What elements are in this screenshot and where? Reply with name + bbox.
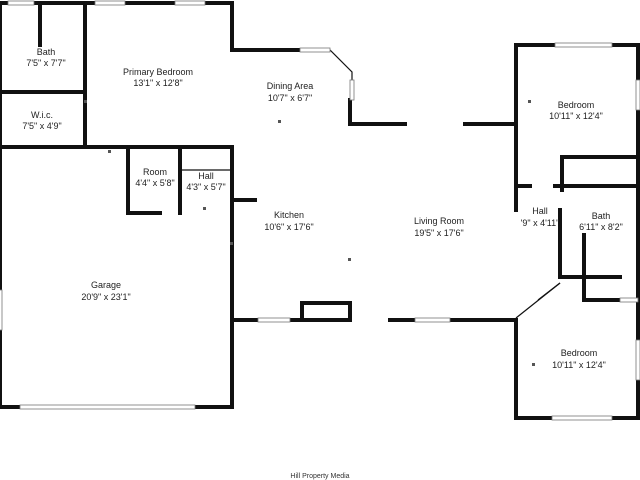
room-bedroom-top-dims: 10'11" x 12'4" [549, 111, 603, 121]
room-hall-left-dims: 4'3" x 5'7" [186, 182, 225, 192]
room-garage-dims: 20'9" x 23'1" [81, 292, 130, 302]
room-kitchen-name: Kitchen [274, 210, 304, 220]
credit-text: Hill Property Media [290, 473, 349, 480]
room-bath-right-name: Bath [592, 211, 611, 221]
room-bath-top-dims: 7'5" x 7'7" [26, 58, 65, 68]
room-hall-right-name: Hall [532, 206, 548, 216]
room-room-name: Room [143, 167, 167, 177]
thin-walls [180, 49, 561, 319]
room-kitchen-dims: 10'6" x 17'6" [264, 222, 313, 232]
room-bath-top-name: Bath [37, 47, 56, 57]
room-bedroom-bottom-name: Bedroom [561, 348, 598, 358]
room-labels: Bath 7'5" x 7'7" Primary Bedroom 13'1" x… [22, 47, 623, 370]
windows [0, 0, 640, 421]
room-hall-right-dims: '9" x 4'11" [521, 218, 560, 228]
room-wic-dims: 7'5" x 4'9" [22, 121, 61, 131]
room-hall-left-name: Hall [198, 171, 214, 181]
room-primary-bedroom-dims: 13'1" x 12'8" [133, 78, 182, 88]
room-living-room-dims: 19'5" x 17'6" [414, 228, 463, 238]
room-wic-name: W.i.c. [31, 110, 53, 120]
room-bedroom-top-name: Bedroom [558, 100, 595, 110]
room-primary-bedroom-name: Primary Bedroom [123, 67, 193, 77]
door-marks [84, 100, 535, 366]
room-garage-name: Garage [91, 280, 121, 290]
room-dining-area-name: Dining Area [267, 81, 314, 91]
room-bath-right-dims: 6'11" x 8'2" [579, 222, 623, 232]
room-room-dims: 4'4" x 5'8" [135, 178, 174, 188]
room-bedroom-bottom-dims: 10'11" x 12'4" [552, 360, 606, 370]
room-dining-area-dims: 10'7" x 6'7" [268, 93, 312, 103]
room-living-room-name: Living Room [414, 216, 464, 226]
